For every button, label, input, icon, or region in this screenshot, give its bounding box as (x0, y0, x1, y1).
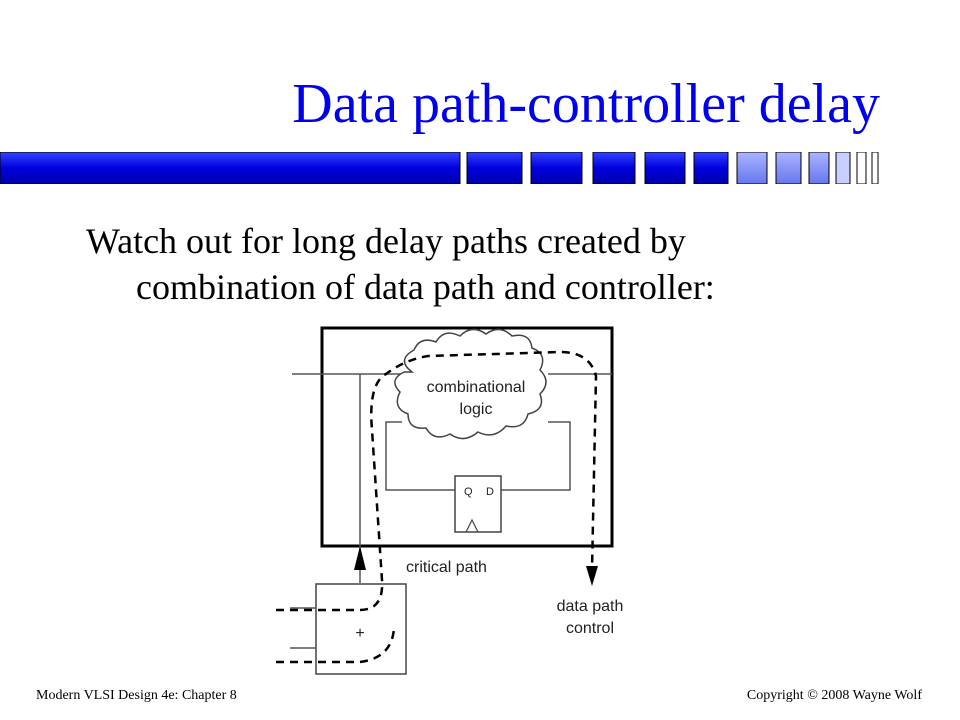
slide-title: Data path-controller delay (292, 73, 880, 135)
arrow-up-head (354, 546, 366, 570)
cloud-label-line1: combinational (427, 379, 526, 396)
critical-path-return-dashed (276, 627, 396, 664)
combinational-logic-cloud (394, 328, 547, 440)
controller-box (320, 326, 614, 548)
critical-path-dashed (276, 350, 598, 612)
body-line-1: Watch out for long delay paths created b… (86, 221, 686, 261)
body-line-2: combination of data path and controller: (136, 267, 715, 307)
body-text: Watch out for long delay paths created b… (86, 218, 906, 310)
title-decoration-bar (0, 152, 879, 184)
adder-box (315, 583, 407, 675)
critical-path-label: critical path (406, 559, 487, 576)
output-label-line2: control (566, 620, 614, 637)
ff-clock-triangle (465, 518, 479, 533)
output-label-line1: data path (557, 598, 624, 615)
copyright-word: Copyright (746, 688, 804, 703)
feedback-loop (385, 421, 456, 491)
critical-path-arrow-head (586, 566, 598, 586)
copyright-symbol: © (807, 688, 818, 703)
feedback-loop-right (500, 421, 571, 491)
footer-course: Modern VLSI Design 4e: Chapter 8 (36, 688, 237, 703)
adder-label: + (355, 625, 364, 642)
ff-d-label: D (486, 486, 494, 498)
flip-flop (454, 475, 502, 533)
ff-q-label: Q (464, 486, 473, 498)
cloud-label-line2: logic (460, 401, 493, 418)
footer-copyright: Copyright © 2008 Wayne Wolf (747, 688, 922, 704)
copyright-rest: 2008 Wayne Wolf (821, 688, 922, 703)
